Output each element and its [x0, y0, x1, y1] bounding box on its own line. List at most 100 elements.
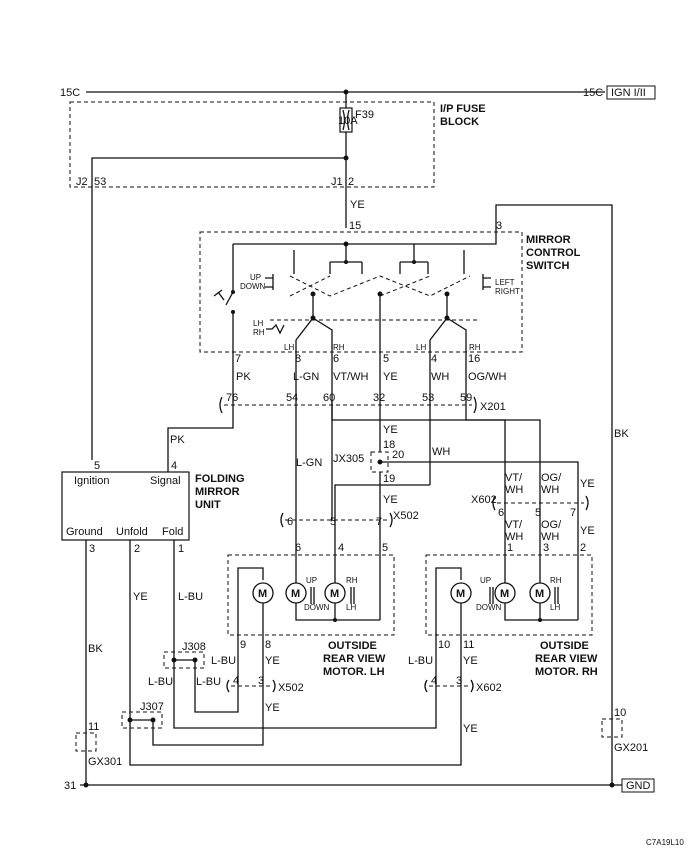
x602-pin-5: 5 [535, 507, 541, 519]
wire-lbu-lh-2: L-BU [196, 676, 221, 688]
motor-rh-pin-11: 11 [463, 639, 474, 651]
switch-up-label: UP [250, 273, 261, 282]
switch-rh-label: RH [253, 328, 265, 337]
motor-lh-pin-9: 9 [240, 639, 246, 651]
fuse-left-connector: J2 [76, 176, 88, 188]
connector-x602-lower: 4 3 X602 [424, 675, 502, 694]
motor-lh-rh: RH [346, 576, 358, 585]
wire-ye-lh-2: YE [265, 702, 280, 714]
folding-title-3: UNIT [195, 499, 221, 511]
wire-wh-1: WH [431, 371, 449, 383]
wire-og-2: OG/ [541, 519, 562, 531]
motor-rh-title-2: REAR VIEW [535, 653, 598, 665]
gx301-label: GX301 [88, 756, 122, 768]
switch-sub-lh-2: LH [416, 343, 426, 352]
wire-ye-6: YE [580, 525, 595, 537]
gnd-box-label: GND [626, 780, 651, 792]
switch-pin-16: 16 [468, 353, 480, 365]
motor-rh-pin-1: 1 [507, 542, 513, 554]
ground-gx201: 10 GX201 [601, 707, 648, 754]
switch-down-label: DOWN [240, 282, 266, 291]
motor-rh-pin-3: 3 [543, 542, 549, 554]
motor-lh-up: UP [306, 576, 317, 585]
x201-pin-32: 32 [373, 392, 385, 404]
switch-pin-4: 4 [431, 353, 437, 365]
motor-lh-title-3: MOTOR. LH [323, 666, 385, 678]
motor-lh-ud-m: M [291, 588, 300, 600]
wire-lbu-lh-1: L-BU [211, 655, 236, 667]
wire-vtwh-1: VT/WH [333, 371, 368, 383]
wire-ye-2: YE [383, 371, 398, 383]
motor-rh-title-1: OUTSIDE [540, 640, 589, 652]
motor-rh-up: UP [480, 576, 491, 585]
motor-lh-lh: LH [346, 603, 356, 612]
bus-label-left: 15C [60, 87, 80, 99]
connector-x602-upper: X602 6 5 7 [471, 494, 589, 519]
motor-rh-ud-m: M [500, 588, 509, 600]
gx301-pin: 11 [88, 721, 99, 733]
x201-name: X201 [480, 401, 506, 413]
wire-vt-1: VT/ [505, 472, 523, 484]
x201-pin-76: 76 [226, 392, 238, 404]
motor-lh: 6 4 5 M M M UP DOWN RH LH OUTSIDE REAR V… [227, 542, 395, 678]
motor-rh-pin-10: 10 [438, 639, 450, 651]
connector-x201: 76 54 60 32 53 59 X201 [219, 392, 506, 414]
x502-name: X502 [393, 510, 419, 522]
x201-pin-59: 59 [460, 392, 472, 404]
folding-pin-2: 2 [134, 543, 140, 555]
motor-lh-title-1: OUTSIDE [328, 640, 377, 652]
switch-sub-rh-2: RH [469, 343, 481, 352]
ign-box-label: IGN I/II [611, 87, 646, 99]
wire-wh-5: WH [505, 531, 523, 543]
fuse-right-connector: J1 [331, 176, 343, 188]
x602-pin-6: 6 [498, 507, 504, 519]
wire-vt-2: VT/ [505, 519, 523, 531]
x502-name-lower: X502 [278, 682, 304, 694]
fuse-name: F39 [355, 109, 374, 121]
wire-lbu-rh-1: L-BU [408, 655, 433, 667]
fuse-block-title-1: I/P FUSE [440, 103, 486, 115]
switch-pin-3: 3 [496, 220, 502, 232]
wire-ye-4: YE [383, 494, 398, 506]
folding-pin-5: 5 [94, 460, 100, 472]
connector-x502-upper: 6 5 7 X502 [280, 510, 419, 528]
motor-rh-pin-2: 2 [580, 542, 586, 554]
folding-pin-3: 3 [89, 543, 95, 555]
wire-wh-3: WH [505, 484, 523, 496]
ground-gx301: 11 GX301 [75, 721, 122, 768]
folding-mirror-unit: FOLDING MIRROR UNIT Ignition Signal Grou… [61, 460, 245, 555]
folding-unfold: Unfold [116, 526, 148, 538]
motor-lh-pin-4: 4 [338, 542, 344, 554]
wire-wh-2: WH [432, 446, 450, 458]
wire-wh-4: WH [541, 484, 559, 496]
x502-pin-5: 5 [330, 516, 336, 528]
folding-ignition: Ignition [74, 475, 109, 487]
jx305-pin-20: 20 [392, 449, 404, 461]
x502-pin-3: 3 [258, 675, 264, 687]
switch-left-label: LEFT [495, 278, 515, 287]
wire-pk-2: PK [170, 434, 185, 446]
switch-pin-8: 8 [295, 353, 301, 365]
x602-pin-7: 7 [570, 507, 576, 519]
switch-pin-15: 15 [349, 220, 361, 232]
gx201-pin: 10 [614, 707, 626, 719]
switch-pin-7: 7 [235, 353, 241, 365]
connector-x502-lower: 4 3 X502 [226, 675, 304, 694]
wire-pk-1: PK [236, 371, 251, 383]
ground-bus: 31 GND [64, 778, 655, 793]
wire-ye-3: YE [383, 424, 398, 436]
switch-sub-rh-1: RH [333, 343, 345, 352]
motor-lh-lr-m: M [330, 588, 339, 600]
motor-rh-lh: LH [550, 603, 560, 612]
wire-ye-5: YE [580, 478, 595, 490]
wire-lgn-1: L-GN [293, 371, 319, 383]
x602-name: X602 [471, 494, 497, 506]
motor-lh-pin-8: 8 [265, 639, 271, 651]
x201-pin-54: 54 [286, 392, 298, 404]
folding-ground: Ground [66, 526, 103, 538]
x502-pin-6: 6 [287, 516, 293, 528]
wire-lbu-3: L-BU [148, 676, 173, 688]
switch-title-3: SWITCH [526, 260, 569, 272]
gx201-label: GX201 [614, 742, 648, 754]
